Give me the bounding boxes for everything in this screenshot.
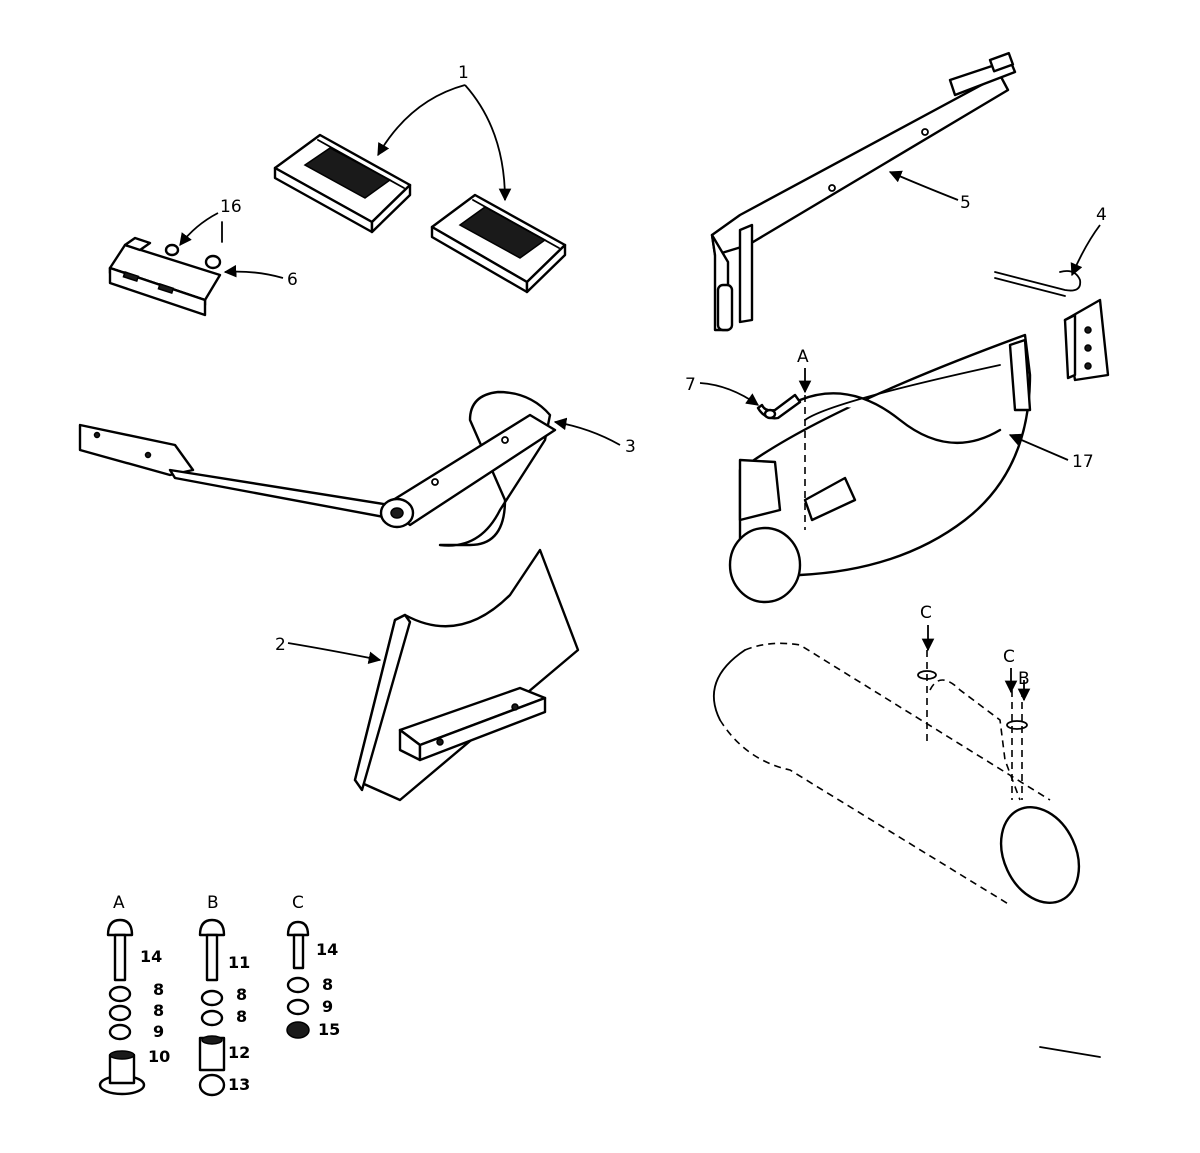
hw-label-B-12: 12 bbox=[228, 1043, 250, 1062]
callout-3: 3 bbox=[625, 437, 636, 457]
hw-label-B-13: 13 bbox=[228, 1075, 250, 1094]
hardware-group-A: A 14 8 8 9 10 bbox=[98, 893, 170, 1096]
callout-7: 7 bbox=[685, 375, 696, 395]
callout-2: 2 bbox=[275, 635, 286, 655]
hardware-group-C: C 14 8 9 15 bbox=[286, 893, 340, 1039]
part-1-tray-right bbox=[430, 193, 567, 294]
hw-label-B-8a: 8 bbox=[236, 985, 247, 1004]
part-4-bracket-with-rod bbox=[994, 270, 1110, 382]
hardware-C-heading: C bbox=[292, 893, 304, 913]
callout-C-right: C bbox=[1003, 647, 1015, 667]
hardware-A-heading: A bbox=[113, 893, 125, 913]
part-16-fasteners bbox=[164, 221, 223, 270]
callout-5: 5 bbox=[960, 193, 971, 213]
hw-label-A-9: 9 bbox=[153, 1022, 164, 1041]
part-7-clip bbox=[756, 393, 802, 420]
callout-17: 17 bbox=[1072, 452, 1094, 472]
callout-A-top: A bbox=[797, 347, 809, 367]
callout-C-left: C bbox=[920, 603, 932, 623]
hw-label-A-14: 14 bbox=[140, 947, 162, 966]
hw-label-C-15: 15 bbox=[318, 1020, 340, 1039]
cylinder-housing bbox=[712, 642, 1081, 906]
part-1-tray-left bbox=[273, 133, 412, 234]
part-2-plate bbox=[353, 548, 580, 802]
hw-label-A-10: 10 bbox=[148, 1047, 170, 1066]
part-6-bracket bbox=[108, 236, 222, 317]
hardware-B-heading: B bbox=[207, 893, 219, 913]
part-5-support-bracket bbox=[710, 51, 1017, 332]
hardware-group-B: B 11 8 8 12 13 bbox=[198, 893, 250, 1097]
hw-label-B-11: 11 bbox=[228, 953, 250, 972]
hw-label-A-8b: 8 bbox=[153, 1001, 164, 1020]
hw-label-C-9: 9 bbox=[322, 997, 333, 1016]
hw-label-B-8b: 8 bbox=[236, 1007, 247, 1026]
callout-B: B bbox=[1018, 669, 1030, 689]
stray-line-mark bbox=[1039, 1046, 1101, 1058]
callout-16: 16 bbox=[220, 197, 242, 217]
hw-label-A-8a: 8 bbox=[153, 980, 164, 999]
hw-label-C-8: 8 bbox=[322, 975, 333, 994]
callout-1: 1 bbox=[458, 63, 469, 83]
callout-4: 4 bbox=[1096, 205, 1107, 225]
hw-label-C-14: 14 bbox=[316, 940, 338, 959]
part-17-guard bbox=[728, 333, 1032, 604]
part-3-arm bbox=[78, 390, 557, 547]
callout-6: 6 bbox=[287, 270, 298, 290]
